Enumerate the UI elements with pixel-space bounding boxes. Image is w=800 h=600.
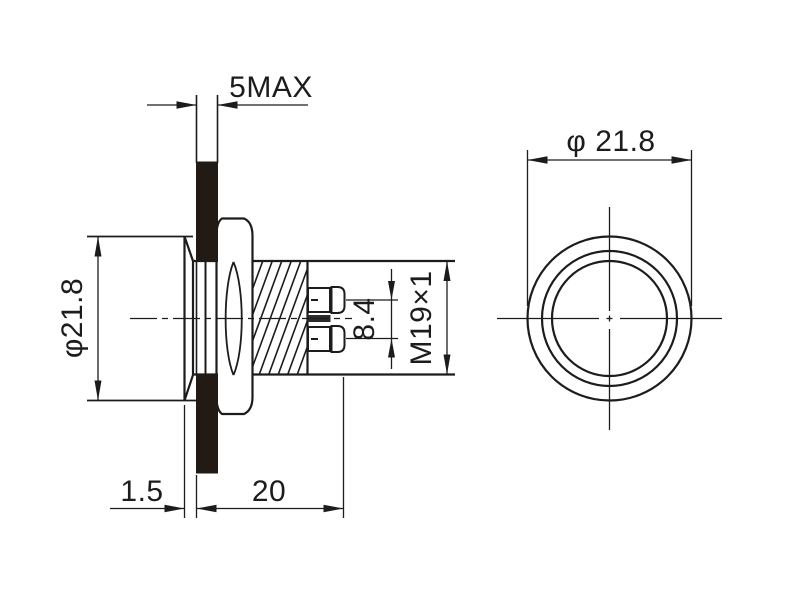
terminal-bottom <box>307 325 346 353</box>
bezel-thickness-label: 1.5 <box>120 475 163 508</box>
dimension-body-length: 20 <box>196 377 345 518</box>
mounting-panel <box>195 95 219 474</box>
side-view <box>130 95 455 474</box>
side-dimensions: 5MAX φ21.8 8.4 M19×1 <box>56 71 451 518</box>
panel-thickness-label: 5MAX <box>229 71 313 104</box>
dimension-bezel-diameter: φ21.8 <box>56 235 198 402</box>
hex-nut <box>215 217 254 416</box>
front-crosshair <box>497 207 722 430</box>
thread-label: M19×1 <box>405 270 438 365</box>
front-view: φ 21.8 <box>497 125 722 430</box>
dimension-bezel-thickness: 1.5 <box>110 405 198 518</box>
thread-hatch <box>252 260 308 376</box>
dimension-panel-thickness: 5MAX <box>147 71 313 109</box>
dimension-terminal-pitch: 8.4 <box>346 269 398 369</box>
dimension-front-diameter: φ 21.8 <box>526 125 693 306</box>
front-diameter-label: φ 21.8 <box>566 125 655 158</box>
terminal-top <box>307 286 346 314</box>
body-length-label: 20 <box>252 475 286 508</box>
bezel-diameter-label: φ21.8 <box>56 278 89 358</box>
terminal-pitch-label: 8.4 <box>348 297 381 340</box>
dimension-thread: M19×1 <box>405 261 451 375</box>
